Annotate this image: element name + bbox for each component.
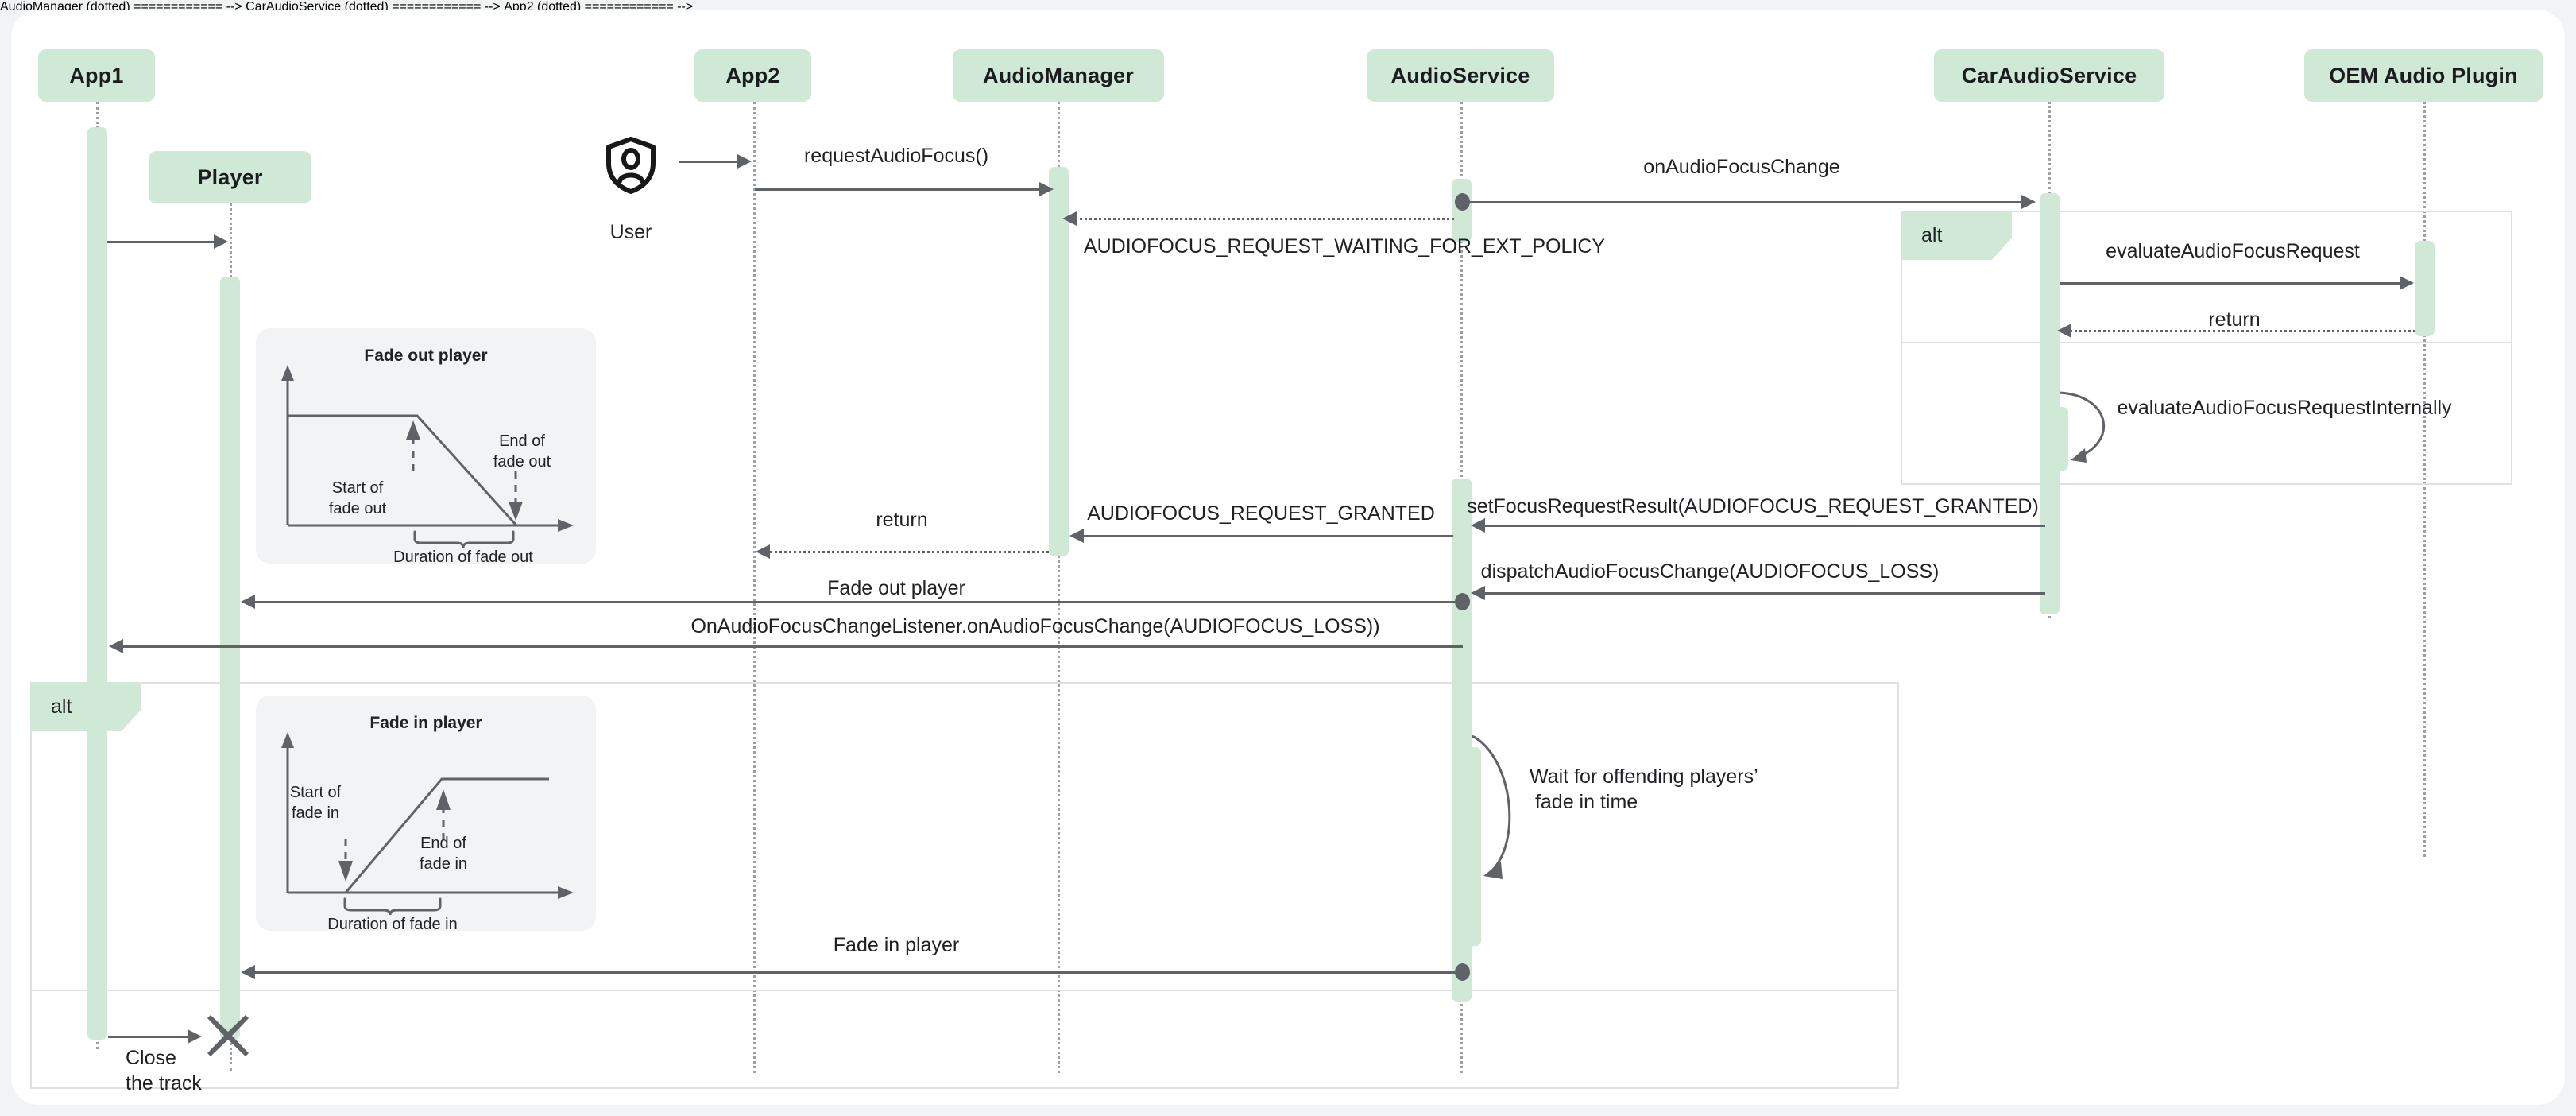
user-to-app2-arrow <box>737 154 752 169</box>
message-12-line <box>118 645 1463 648</box>
message-9-label: return <box>876 509 928 531</box>
message-4-label: evaluateAudioFocusRequest <box>2106 240 2360 262</box>
message-15-label: Close the track <box>126 1047 202 1095</box>
alt-right-divider <box>1902 342 2511 343</box>
alt-left-divider <box>32 990 1897 991</box>
participant-oemplugin[interactable]: OEM Audio Plugin <box>2304 49 2543 102</box>
alt-fragment-right <box>1901 211 2512 485</box>
message-11-arrow <box>241 595 255 609</box>
message-14-line <box>249 971 1463 974</box>
message-11-line <box>249 601 1463 603</box>
activation-app1 <box>87 127 107 1040</box>
message-10-label: dispatchAudioFocusChange(AUDIOFOCUS_LOSS… <box>1480 560 1940 583</box>
participant-app1-label: App1 <box>69 63 124 87</box>
message-5-arrow <box>2057 324 2071 338</box>
message-0-arrow <box>214 234 228 249</box>
note-fade-in-chart <box>281 732 574 916</box>
note-fade-out-player: Fade out player Start of fade out End of… <box>256 328 596 566</box>
activation-audioservice-1 <box>1452 179 1472 242</box>
message-7-arrow <box>1471 518 1485 533</box>
participant-caraudioservice[interactable]: CarAudioService <box>1934 49 2164 102</box>
message-13-label: Wait for offending players’ fade in time <box>1530 765 1758 813</box>
message-4-arrow <box>2400 276 2414 290</box>
message-12-arrow <box>109 639 123 653</box>
alt-right-operator-label: alt <box>1921 223 1943 246</box>
note-fade-in-duration-label: Duration of fade in <box>327 916 458 933</box>
message-0-line <box>107 241 215 243</box>
alt-right-operator-tag: alt <box>1901 211 2012 260</box>
message-8-label: AUDIOFOCUS_REQUEST_GRANTED <box>1087 502 1435 525</box>
alt-left-operator-tag: alt <box>30 682 141 731</box>
message-9-arrow <box>756 544 770 559</box>
participant-player[interactable]: Player <box>149 151 311 203</box>
participant-app2-label: App2 <box>725 63 780 87</box>
message-2-line <box>1462 201 2025 203</box>
participant-app2[interactable]: App2 <box>694 49 811 102</box>
participant-oemplugin-label: OEM Audio Plugin <box>2329 63 2518 87</box>
note-fade-out-end-label: End of fade out <box>493 432 551 471</box>
message-14-arrow <box>241 965 255 979</box>
note-fade-out-start-label: Start of fade out <box>328 479 387 517</box>
participant-app1[interactable]: App1 <box>38 49 155 102</box>
message-5-label: return <box>2208 308 2261 331</box>
message-14-label: Fade in player <box>833 934 960 956</box>
lifeline-app2 <box>753 102 756 1073</box>
note-fade-out-duration-label: Duration of fade out <box>393 548 533 566</box>
activation-player <box>220 277 240 1040</box>
destroy-marker-x-icon <box>203 1011 253 1060</box>
message-2-arrow <box>2021 195 2036 209</box>
message-7-label: setFocusRequestResult(AUDIOFOCUS_REQUEST… <box>1467 495 2039 517</box>
user-shield-icon <box>605 137 656 194</box>
activation-caraudioservice-self <box>2048 407 2068 471</box>
note-fade-in-end-label: End of fade in <box>419 835 468 873</box>
message-1-line <box>755 188 1042 191</box>
user-caption: User <box>609 221 652 243</box>
message-7-line <box>1479 525 2045 527</box>
note-fade-out-title: Fade out player <box>364 347 488 365</box>
user-to-app2-line <box>679 161 739 163</box>
activation-audioservice-self <box>1461 747 1481 946</box>
activation-caraudioservice <box>2040 193 2060 614</box>
message-5-line <box>2066 330 2415 332</box>
message-8-line <box>1078 535 1453 537</box>
note-fade-in-start-label: Start of fade in <box>289 784 342 822</box>
note-fade-out-chart <box>281 365 574 548</box>
message-8-arrow <box>1069 529 1084 543</box>
message-15-arrow <box>188 1029 202 1044</box>
message-3-label: AUDIOFOCUS_REQUEST_WAITING_FOR_EXT_POLIC… <box>1083 235 1606 258</box>
message-13-self-arc <box>1466 731 1561 890</box>
message-3-line <box>1071 218 1454 220</box>
note-fade-in-title: Fade in player <box>369 714 482 732</box>
alt-left-operator-label: alt <box>51 695 72 718</box>
participant-audiomanager[interactable]: AudioManager <box>953 49 1164 102</box>
message-1-arrow <box>1039 182 1054 196</box>
message-6-label: evaluateAudioFocusRequestInternally <box>2117 397 2452 419</box>
participant-caraudioservice-label: CarAudioService <box>1961 63 2137 87</box>
message-10-arrow <box>1471 586 1485 600</box>
message-1-label: requestAudioFocus() <box>803 145 989 167</box>
activation-oemplugin <box>2415 241 2435 336</box>
message-15-line <box>108 1036 191 1038</box>
message-2-label: onAudioFocusChange <box>1643 156 1840 178</box>
activation-audiomanager <box>1049 167 1069 556</box>
message-10-line <box>1479 592 2045 595</box>
participant-audiomanager-label: AudioManager <box>983 63 1134 87</box>
note-fade-in-player: Fade in player Start of fade in End of f… <box>256 696 596 933</box>
participant-audioservice-label: AudioService <box>1390 63 1530 87</box>
alt-fragment-left <box>30 682 1899 1089</box>
message-12-label: OnAudioFocusChangeListener.onAudioFocusC… <box>690 615 1380 637</box>
message-9-line <box>764 551 1049 553</box>
message-11-label: Fade out player <box>827 577 965 599</box>
participant-player-label: Player <box>197 165 263 189</box>
lifeline-oemplugin <box>2423 102 2426 857</box>
message-3-arrow <box>1062 211 1077 226</box>
lifeline-audiomanager <box>1058 102 1060 1073</box>
message-4-line <box>2060 282 2403 285</box>
message-6-self-arc <box>2055 385 2142 472</box>
participant-audioservice[interactable]: AudioService <box>1367 49 1554 102</box>
